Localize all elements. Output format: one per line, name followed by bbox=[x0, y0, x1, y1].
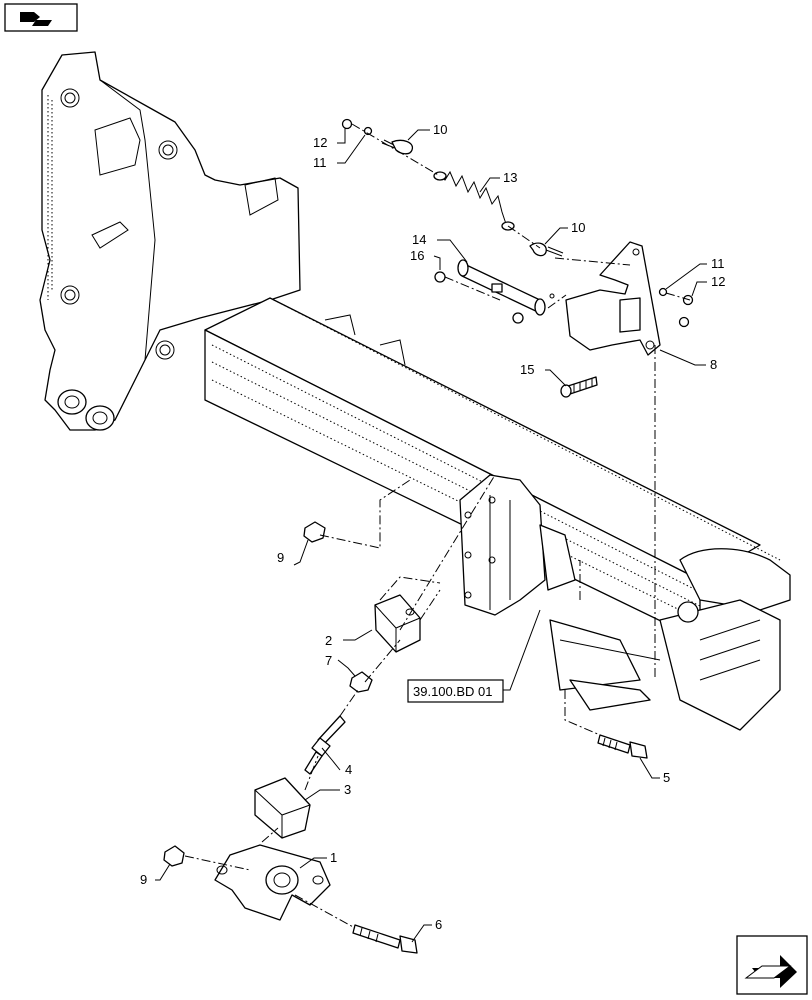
assembly-lines bbox=[184, 123, 691, 929]
callout-13: 13 bbox=[503, 170, 517, 185]
callout-16: 16 bbox=[410, 248, 424, 263]
callout-7: 7 bbox=[325, 653, 332, 668]
tension-spring bbox=[433, 170, 515, 231]
callout-12-left: 12 bbox=[313, 135, 327, 150]
callout-10-upper: 10 bbox=[433, 122, 447, 137]
callout-9-lower: 9 bbox=[140, 872, 147, 887]
pivot-mount bbox=[214, 844, 331, 921]
stud-4 bbox=[304, 715, 346, 775]
nut-7 bbox=[349, 671, 373, 693]
beam-bracket bbox=[459, 474, 661, 711]
callout-numbers: 1 2 3 4 5 6 7 8 9 9 10 10 11 11 12 12 13… bbox=[140, 122, 725, 932]
bolt-15 bbox=[560, 376, 598, 398]
pivot-pin bbox=[434, 259, 555, 324]
lever-plate bbox=[565, 241, 661, 356]
callout-4: 4 bbox=[345, 762, 352, 777]
callout-2: 2 bbox=[325, 633, 332, 648]
reference-box[interactable]: 39.100.BD 01 bbox=[407, 679, 504, 703]
leader-lines bbox=[155, 128, 707, 943]
spacer-block-3 bbox=[254, 777, 311, 839]
callout-11-right: 11 bbox=[711, 256, 725, 271]
callout-10-lower: 10 bbox=[571, 220, 585, 235]
callout-12-right: 12 bbox=[711, 274, 725, 289]
callout-5: 5 bbox=[663, 770, 670, 785]
hitch-frame-plate bbox=[39, 51, 301, 431]
callout-6: 6 bbox=[435, 917, 442, 932]
callout-8: 8 bbox=[710, 357, 717, 372]
book-hand-icon[interactable] bbox=[4, 3, 78, 32]
next-page-arrow-icon[interactable] bbox=[736, 935, 808, 995]
reference-label: 39.100.BD 01 bbox=[413, 684, 493, 699]
nut-9-lower bbox=[163, 845, 185, 867]
main-beam bbox=[204, 297, 791, 731]
callout-11-left: 11 bbox=[313, 155, 327, 170]
spacer-block-2 bbox=[374, 594, 421, 653]
nut-9-upper bbox=[303, 521, 326, 543]
callout-1: 1 bbox=[330, 850, 337, 865]
callout-3: 3 bbox=[344, 782, 351, 797]
callout-15: 15 bbox=[520, 362, 534, 377]
callout-14: 14 bbox=[412, 232, 426, 247]
bolt-6 bbox=[352, 924, 418, 954]
callout-9-upper: 9 bbox=[277, 550, 284, 565]
bolt-5 bbox=[597, 734, 648, 759]
